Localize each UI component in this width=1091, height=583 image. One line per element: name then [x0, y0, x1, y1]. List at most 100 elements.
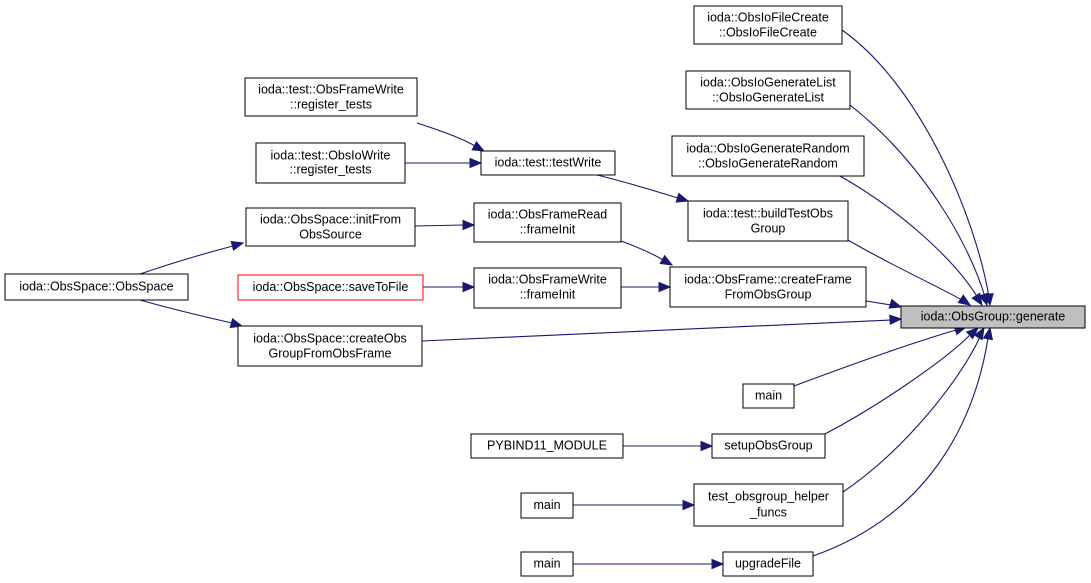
node-label-line1: ioda::ObsSpace::initFrom [260, 212, 401, 226]
node-buildtestobsgroup[interactable]: ioda::test::buildTestObs Group [687, 200, 849, 242]
edge-obsiogeneratelist-to-generate [849, 104, 989, 307]
node-obsframewrite-frameinit[interactable]: ioda::ObsFrameWrite ::frameInit [473, 267, 622, 309]
edge-setupobsgroup-to-generate [824, 327, 979, 435]
node-label-line2: Group [751, 221, 786, 235]
node-label-line1: ioda::test::ObsFrameWrite [258, 82, 404, 96]
node-pybind11-module[interactable]: PYBIND11_MODULE [470, 433, 624, 459]
edge-line [824, 334, 971, 435]
edge-arrowhead [658, 281, 672, 293]
edge-upgradefile-to-generate [812, 326, 994, 557]
call-edges [139, 29, 994, 570]
node-label-line2: ::frameInit [520, 222, 576, 236]
edge-obsspace_ctor-to-createobsgroupfromobsframe [139, 299, 244, 329]
node-label: setupObsGroup [724, 438, 812, 452]
edge-line [839, 175, 979, 299]
node-label-line2: ::frameInit [520, 287, 576, 301]
node-label-line1: ioda::ObsFrameWrite [488, 272, 607, 286]
node-obsspace-constructor[interactable]: ioda::ObsSpace::ObsSpace [4, 273, 189, 301]
node-obsiogeneraterandom[interactable]: ioda::ObsIoGenerateRandom ::ObsIoGenerat… [671, 135, 865, 177]
call-nodes: ioda::ObsGroup::generate ioda::ObsIoFile… [4, 5, 1086, 577]
node-label: main [755, 388, 782, 402]
edge-line [416, 122, 476, 147]
edge-testwrite-to-buildtestobsgroup [596, 174, 690, 203]
node-main-3[interactable]: main [520, 551, 574, 577]
edge-main2-to-testobsgrouphelper [573, 499, 696, 511]
node-label-line2: ObsSource [299, 227, 362, 241]
node-label-line1: ioda::ObsSpace::createObs [253, 331, 407, 345]
edge-obsframewrite_register-to-testwrite [416, 122, 486, 152]
edge-buildtestobsgroup-to-generate [847, 239, 972, 306]
node-label-line1: ioda::ObsFrameRead [488, 207, 608, 221]
edge-pybind11-to-setupobsgroup [623, 440, 714, 452]
node-label-line2: ::ObsIoFileCreate [719, 25, 817, 39]
node-test-obsgroup-helper-funcs[interactable]: test_obsgroup_helper _funcs [693, 483, 844, 527]
edge-arrowhead [711, 558, 725, 570]
node-testwrite[interactable]: ioda::test::testWrite [480, 150, 616, 176]
node-label: ioda::ObsSpace::saveToFile [253, 280, 409, 294]
edge-arrowhead [229, 317, 244, 329]
node-createobsgroupfromobsframe[interactable]: ioda::ObsSpace::createObs GroupFromObsFr… [237, 325, 423, 367]
node-label: ioda::ObsSpace::ObsSpace [19, 279, 173, 293]
edge-arrowhead [889, 314, 903, 325]
node-label-line1: ioda::ObsIoGenerateRandom [686, 141, 849, 155]
node-label: ioda::ObsGroup::generate [921, 309, 1066, 323]
node-label-line1: ioda::ObsFrame::createFrame [684, 272, 851, 286]
node-obsiofilecreate[interactable]: ioda::ObsIoFileCreate ::ObsIoFileCreate [693, 5, 843, 45]
edge-obsframeread_frameinit-to-createframefromobsgroup [620, 240, 674, 266]
edge-line [421, 319, 892, 342]
node-obsframewrite-register-tests[interactable]: ioda::test::ObsFrameWrite ::register_tes… [244, 77, 418, 117]
node-createframefromobsgroup[interactable]: ioda::ObsFrame::createFrame FromObsGroup [669, 266, 867, 308]
edge-obsiofilecreate-to-generate [841, 29, 994, 307]
edge-arrowhead [469, 157, 483, 169]
edge-arrowhead [971, 292, 983, 307]
node-obsiowrite-register-tests[interactable]: ioda::test::ObsIoWrite ::register_tests [255, 142, 406, 184]
node-label-line2: ::register_tests [290, 97, 372, 111]
node-label-line2: ::ObsIoGenerateList [712, 90, 824, 104]
node-upgradefile[interactable]: upgradeFile [722, 551, 814, 577]
node-label-line2: ::ObsIoGenerateRandom [698, 156, 838, 170]
edge-arrowhead [965, 327, 979, 340]
edge-arrowhead [230, 240, 245, 252]
edge-obsiogeneraterandom-to-generate [839, 175, 983, 307]
edge-arrowhead [700, 440, 714, 452]
node-label-line1: ioda::test::buildTestObs [703, 206, 833, 220]
node-obsgroup-generate[interactable]: ioda::ObsGroup::generate [900, 305, 1086, 329]
edge-line [139, 245, 234, 275]
edge-arrowhead [982, 326, 994, 341]
node-label-line1: ioda::test::ObsIoWrite [271, 148, 391, 162]
edge-arrowhead [978, 292, 989, 307]
node-initfromobssource[interactable]: ioda::ObsSpace::initFrom ObsSource [245, 207, 416, 247]
edge-testobsgrouphelper-to-generate [842, 326, 985, 493]
node-main-2[interactable]: main [520, 492, 574, 519]
node-main-1[interactable]: main [742, 383, 795, 409]
edge-arrowhead [462, 219, 476, 231]
node-savetofile[interactable]: ioda::ObsSpace::saveToFile [237, 274, 424, 301]
edge-line [847, 239, 963, 301]
node-label-line1: ioda::ObsIoFileCreate [707, 10, 829, 24]
edge-obsframewrite_frameinit-to-createframefromobsgroup [621, 281, 672, 293]
edge-line [841, 29, 990, 298]
node-obsiogeneratelist[interactable]: ioda::ObsIoGenerateList ::ObsIoGenerateL… [685, 70, 851, 110]
node-obsframeread-frameinit[interactable]: ioda::ObsFrameRead ::frameInit [473, 202, 622, 243]
node-setupobsgroup[interactable]: setupObsGroup [711, 433, 826, 459]
edge-initfromobssource-to-obsframeread_frameinit [414, 219, 476, 231]
edge-obsspace_ctor-to-initfromobssource [139, 240, 245, 275]
edge-line [620, 240, 664, 261]
edge-line [865, 300, 892, 306]
node-label-line2: FromObsGroup [725, 287, 812, 301]
edge-line [812, 337, 989, 557]
edge-line [596, 174, 679, 199]
node-label: ioda::test::testWrite [495, 155, 602, 169]
edge-main1-to-generate [793, 325, 968, 387]
edge-createobsgroupfromobsframe-to-generate [421, 314, 903, 342]
edge-arrowhead [682, 499, 696, 511]
edge-createframefromobsgroup-to-generate [865, 298, 903, 309]
edge-main3-to-upgradefile [573, 558, 725, 570]
edge-arrowhead [675, 192, 690, 203]
node-label-line2: ::register_tests [290, 162, 372, 176]
node-label-line1: test_obsgroup_helper [708, 489, 829, 503]
edge-line [414, 224, 465, 227]
edge-line [849, 104, 986, 298]
edge-arrowhead [888, 298, 903, 309]
